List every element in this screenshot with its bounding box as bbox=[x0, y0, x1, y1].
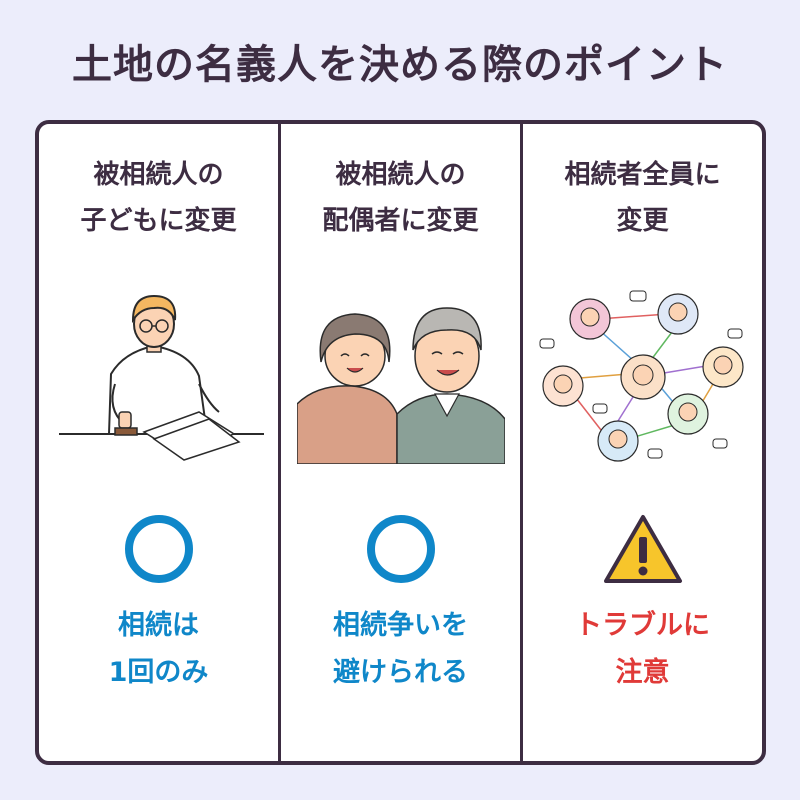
result-line: トラブルに bbox=[575, 610, 710, 641]
column-heading: 相続者全員に 変更 bbox=[523, 152, 762, 244]
heading-line: 変更 bbox=[616, 206, 669, 236]
result-line: 相続は bbox=[118, 610, 199, 641]
column-spouse: 被相続人の 配偶者に変更 bbox=[281, 124, 523, 761]
heading-line: 子どもに変更 bbox=[80, 206, 237, 236]
column-all-heirs: 相続者全員に 変更 bbox=[523, 124, 762, 761]
result-line: 相続争いを bbox=[333, 610, 468, 641]
column-child: 被相続人の 子どもに変更 bbox=[39, 124, 281, 761]
elderly-couple-illustration bbox=[281, 284, 520, 474]
warning-icon bbox=[523, 509, 762, 589]
result-line: 注意 bbox=[615, 657, 670, 688]
column-heading: 被相続人の 子どもに変更 bbox=[39, 152, 278, 244]
heading-line: 被相続人の bbox=[93, 160, 224, 190]
page-title: 土地の名義人を決める際のポイント bbox=[72, 42, 728, 88]
result-text: 相続争いを 避けられる bbox=[281, 602, 520, 696]
heading-line: 配偶者に変更 bbox=[322, 206, 479, 236]
man-stamping-documents-illustration bbox=[39, 284, 278, 474]
result-line: 避けられる bbox=[333, 657, 468, 688]
result-text: トラブルに 注意 bbox=[523, 602, 762, 696]
heading-line: 被相続人の bbox=[335, 160, 466, 190]
circle-icon bbox=[281, 509, 520, 589]
people-network-illustration bbox=[523, 284, 762, 474]
comparison-card: 被相続人の 子どもに変更 bbox=[35, 120, 766, 765]
result-text: 相続は 1回のみ bbox=[39, 602, 278, 696]
heading-line: 相続者全員に bbox=[564, 160, 721, 190]
circle-icon bbox=[39, 509, 278, 589]
result-line: 1回のみ bbox=[108, 657, 209, 688]
column-heading: 被相続人の 配偶者に変更 bbox=[281, 152, 520, 244]
